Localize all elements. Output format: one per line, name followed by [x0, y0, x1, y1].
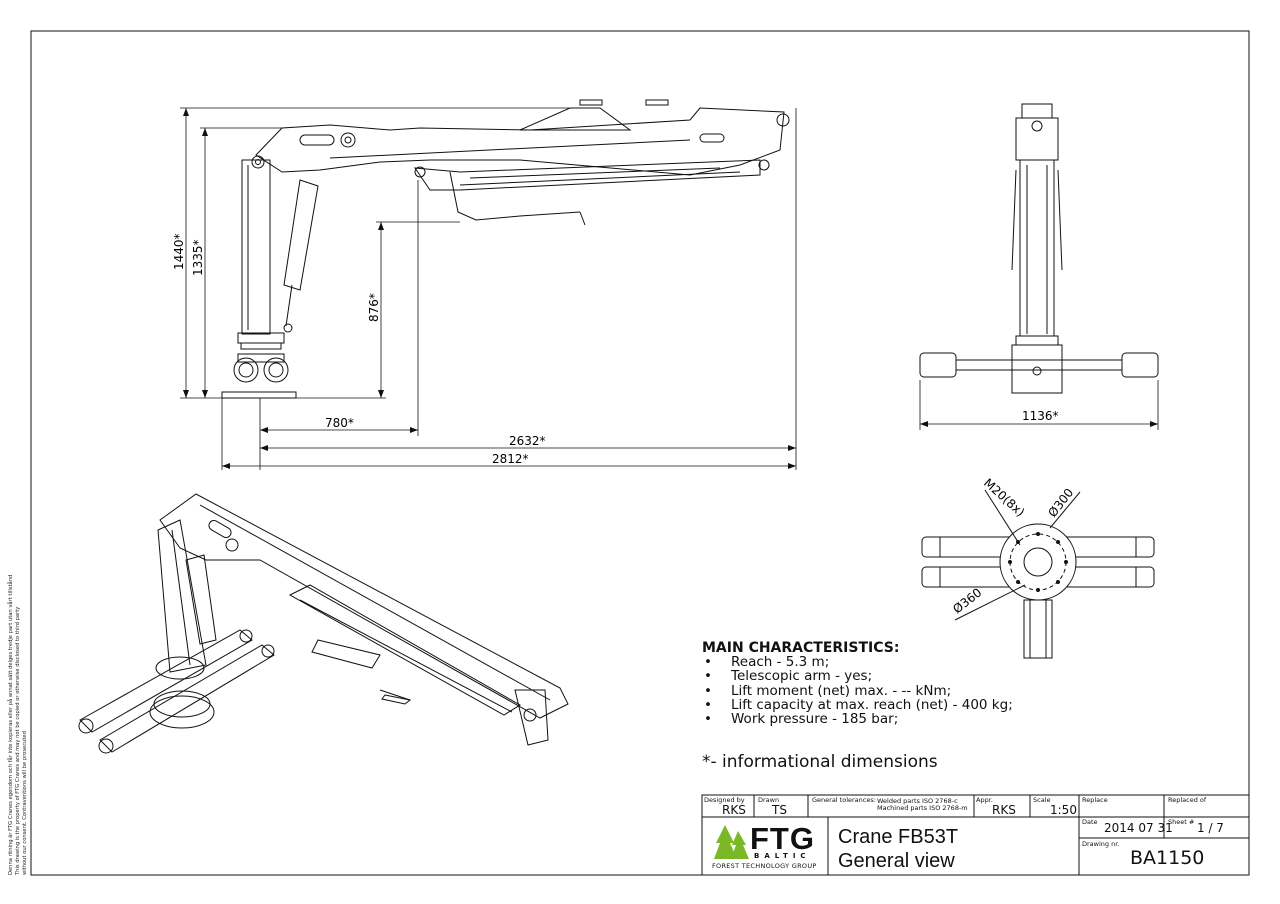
characteristic-item: Work pressure - 185 bar;	[702, 712, 1013, 727]
dim-2632: 2632*	[509, 434, 546, 448]
top-view	[921, 489, 1155, 659]
isometric-view	[78, 493, 569, 754]
side-view	[221, 99, 790, 399]
drawing-nr-label: Drawing nr.	[1082, 840, 1120, 848]
logo-sub-text: BALTIC	[754, 852, 811, 860]
logo-group-text: FOREST TECHNOLOGY GROUP	[712, 862, 817, 870]
dim-1335: 1335*	[191, 239, 205, 276]
sheet-value: 1 / 7	[1197, 821, 1224, 835]
scale-label: Scale	[1033, 796, 1051, 804]
title-line-1: Crane FB53T	[838, 826, 959, 848]
scale-value: 1:50	[1050, 803, 1077, 817]
side-dimensions	[180, 107, 797, 470]
replaced-of-label: Replaced of	[1168, 796, 1207, 804]
designed-by-label: Designed by	[704, 796, 745, 804]
title-block: Designed by RKS Drawn TS General toleran…	[702, 795, 1250, 875]
tolerances-label: General tolerances:	[812, 796, 876, 804]
drawing-title: Crane FB53T General view	[838, 825, 958, 873]
tolerance-machined: Machined parts ISO 2768-m	[877, 804, 968, 812]
appr-label: Appr.	[976, 796, 993, 804]
dim-1440: 1440*	[172, 233, 186, 270]
dim-1136: 1136*	[1022, 409, 1059, 423]
tolerance-welded: Welded parts ISO 2768-c	[877, 797, 958, 805]
characteristics-list: Reach - 5.3 m; Telescopic arm - yes; Lif…	[702, 655, 1013, 726]
characteristics-heading: MAIN CHARACTERISTICS:	[702, 640, 900, 656]
characteristic-item: Telescopic arm - yes;	[702, 669, 1013, 684]
logo-main-text: FTG	[750, 821, 815, 856]
copyright-line-1: Denna ritning är FTG Cranes egendom och …	[8, 574, 14, 875]
front-view	[919, 103, 1159, 394]
drawing-nr-value: BA1150	[1130, 847, 1205, 869]
informational-note: *- informational dimensions	[702, 752, 938, 772]
copyright-line-3: without our consent. Contraventions will…	[22, 731, 28, 875]
copyright-line-2: This drawing is the property of FTG Cran…	[15, 606, 21, 875]
date-value: 2014 07 31	[1104, 821, 1173, 835]
copyright-note: Denna ritning är FTG Cranes egendom och …	[4, 575, 44, 875]
date-label: Date	[1082, 818, 1098, 826]
dim-2812: 2812*	[492, 452, 529, 466]
ftg-logo: FTG BALTIC FOREST TECHNOLOGY GROUP	[712, 821, 822, 871]
sheet-border	[30, 30, 1250, 876]
characteristic-item: Lift moment (net) max. - -- kNm;	[702, 683, 1013, 698]
characteristic-item: Lift capacity at max. reach (net) - 400 …	[702, 698, 1013, 713]
drawn-value: TS	[772, 803, 787, 817]
appr-value: RKS	[992, 803, 1016, 817]
dim-780: 780*	[325, 416, 354, 430]
front-dimensions	[919, 380, 1159, 430]
title-block-grid	[701, 794, 1250, 876]
dim-876: 876*	[367, 293, 381, 322]
tree-logo-icon	[714, 825, 749, 859]
dim-d360: Ø360	[950, 585, 984, 616]
drawn-label: Drawn	[758, 796, 780, 804]
title-line-2: General view	[838, 850, 955, 872]
replace-label: Replace	[1082, 796, 1108, 804]
dim-m20: M20(8x)	[981, 476, 1027, 520]
designed-by-value: RKS	[722, 803, 746, 817]
characteristic-item: Reach - 5.3 m;	[702, 655, 1013, 670]
main-characteristics: MAIN CHARACTERISTICS: Reach - 5.3 m; Tel…	[702, 640, 1013, 727]
sheet-label: Sheet #	[1168, 818, 1195, 826]
